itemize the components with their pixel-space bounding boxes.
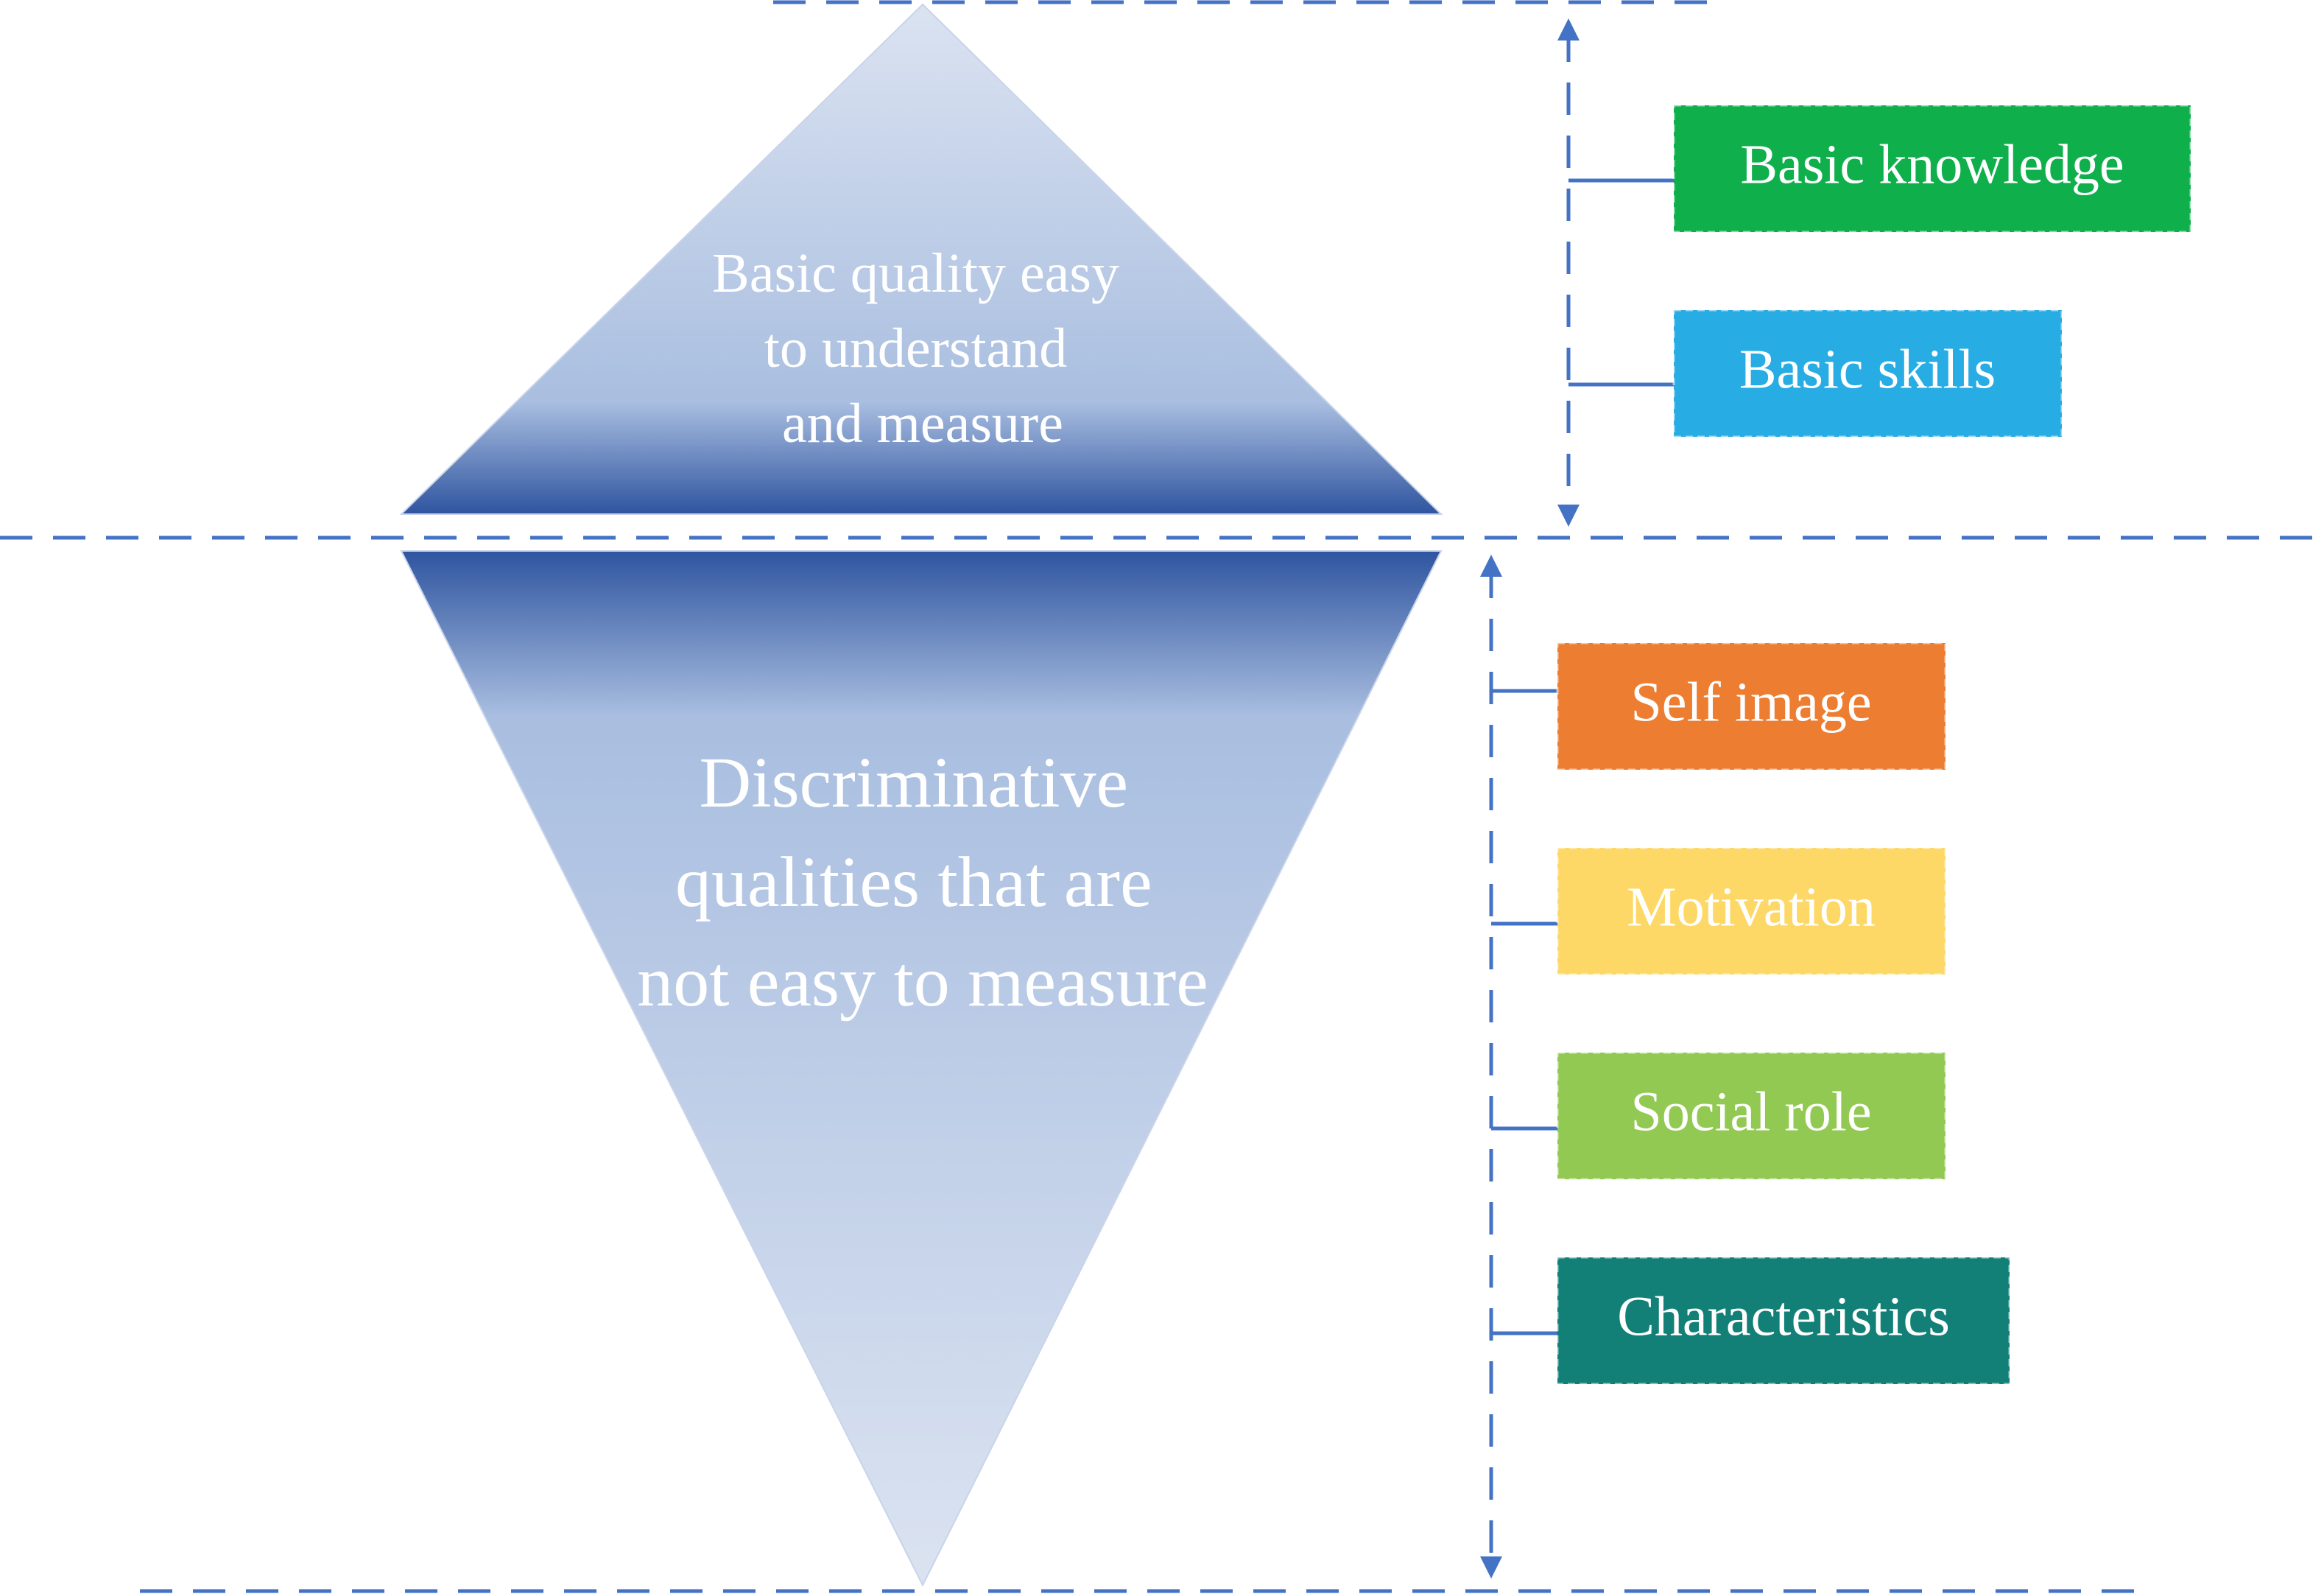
upper-line-1: Basic quality easy [712, 242, 1119, 304]
motivation-box: Motivation [1556, 846, 1947, 976]
basic-knowledge-box-bg [1672, 104, 2192, 234]
social-role-label: Social role [1630, 1081, 1871, 1142]
motivation-label: Motivation [1627, 876, 1876, 938]
lower-triangle-label: Discriminative qualities that are not ea… [637, 743, 1208, 1022]
motivation-box-bg [1556, 846, 1947, 976]
lower-line-3: not easy to measure [637, 942, 1208, 1022]
lower-line-1: Discriminative [700, 743, 1128, 823]
basic-skills-box-bg [1672, 309, 2063, 438]
upper-triangle-label: Basic quality easy to understand and mea… [712, 242, 1133, 454]
social-role-box-bg [1556, 1051, 1947, 1181]
upper-triangle [399, 3, 1443, 515]
characteristics-box-bg [1556, 1256, 2011, 1386]
lower-triangle [400, 550, 1443, 1587]
lower-line-2: qualities that are [675, 843, 1152, 922]
basic-skills-label: Basic skills [1739, 338, 1996, 400]
social-role-box: Social role [1556, 1051, 1947, 1181]
basic-knowledge-label: Basic knowledge [1740, 133, 2124, 195]
upper-line-2: to understand [764, 317, 1068, 379]
basic-skills-box: Basic skills [1672, 309, 2063, 438]
upper-line-3: and measure [782, 393, 1063, 454]
self-image-box: Self image [1556, 642, 1947, 771]
self-image-label: Self image [1630, 671, 1871, 733]
characteristics-box: Characteristics [1556, 1256, 2011, 1386]
self-image-box-bg [1556, 642, 1947, 771]
characteristics-label: Characteristics [1617, 1285, 1950, 1347]
basic-knowledge-box: Basic knowledge [1672, 104, 2192, 234]
